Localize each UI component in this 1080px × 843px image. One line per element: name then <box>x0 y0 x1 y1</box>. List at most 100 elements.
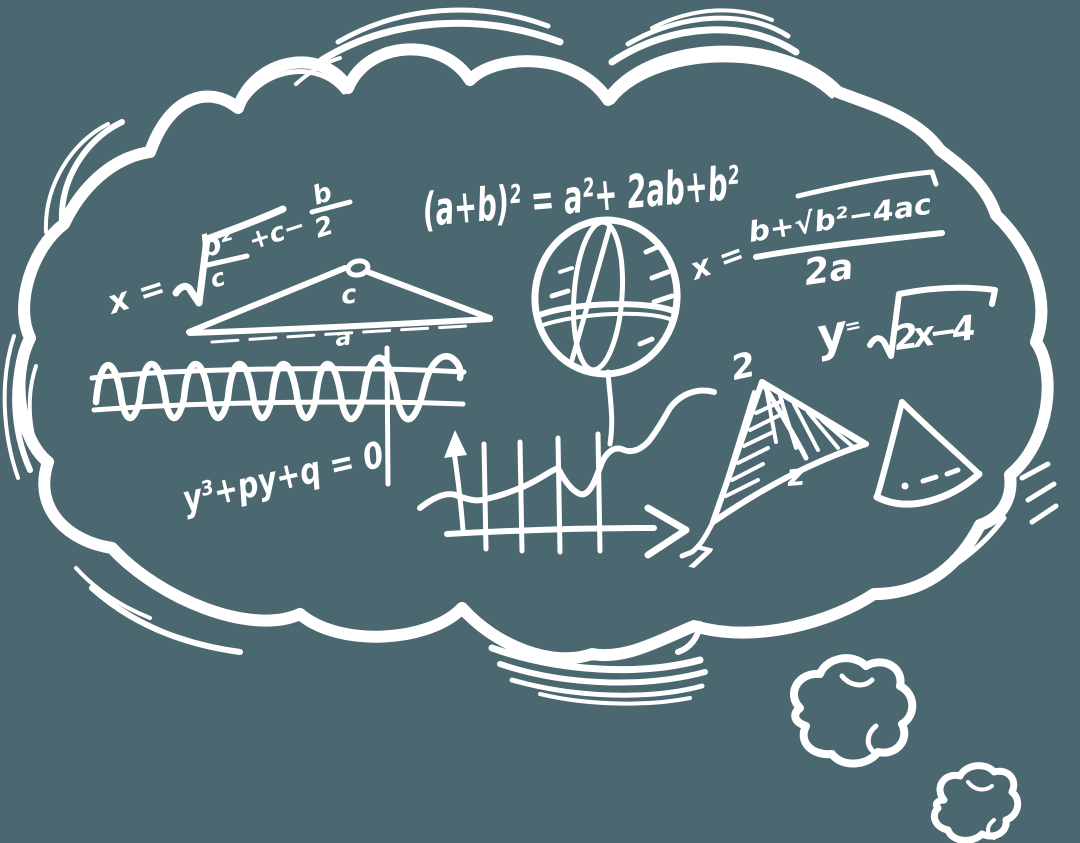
graph-doodle: 7 <box>417 387 717 579</box>
accent-bottom-left <box>89 585 243 655</box>
sphere-dash <box>643 243 663 255</box>
kite-rung <box>724 478 760 498</box>
cone-right-edge <box>899 399 982 477</box>
cone-dash <box>920 474 939 484</box>
accent-bottom-center <box>509 677 705 698</box>
y-axis <box>451 449 466 533</box>
triangle-base-echo <box>210 324 470 344</box>
formula-text: 2a <box>802 246 857 293</box>
accent-top-right <box>608 26 800 66</box>
triangle-sides <box>365 269 493 321</box>
accent-top-left <box>318 19 564 64</box>
radical-sign <box>867 284 998 359</box>
kite-rung <box>742 430 775 448</box>
puff-curl <box>966 780 994 792</box>
kite-hatch <box>778 394 798 450</box>
accent-left-lower <box>12 337 33 473</box>
cone-doodle <box>873 399 983 508</box>
accent-top-right <box>650 8 774 30</box>
ruled-line-top <box>89 366 467 381</box>
formula-text: c <box>207 263 228 294</box>
triangle-label-a: a <box>334 322 353 352</box>
sphere-equator-echo <box>538 311 674 328</box>
kite-rung <box>736 446 770 465</box>
cone-left-edge <box>874 399 905 500</box>
sphere-dash <box>558 266 574 274</box>
formula-text: y³+py+q = 0 <box>179 435 388 521</box>
sphere-equator <box>534 301 679 319</box>
kite-doodle: 2 z <box>679 345 869 559</box>
formula-cubic: y³+py+q = 0 <box>179 435 388 521</box>
accent-bottom-left <box>74 566 152 620</box>
fraction-bar <box>200 253 250 269</box>
accent-left-lower <box>2 334 20 480</box>
puff-curl <box>839 673 875 688</box>
kite-label-z: z <box>785 458 807 495</box>
formula-sqrt-linear: y = 2x−4 <box>811 284 998 363</box>
bar <box>595 431 603 554</box>
kite-hatch <box>806 410 840 450</box>
bar <box>517 439 525 554</box>
sphere-meridian <box>571 219 625 373</box>
sphere-dash <box>549 288 571 299</box>
formula-text: x = <box>101 267 170 322</box>
fraction-bar <box>753 230 945 260</box>
accent-bottom-center <box>488 644 704 674</box>
radical-sign <box>172 205 287 307</box>
accent-bottom-center <box>538 692 692 706</box>
sphere-dash <box>649 269 671 281</box>
kite-rung <box>730 462 765 482</box>
cloud-outline-icon <box>13 43 1054 665</box>
accent-right-dash <box>1029 503 1059 525</box>
radical-overline <box>795 169 939 199</box>
x-axis-arrow-icon <box>644 504 690 559</box>
formula-text: 2 <box>311 211 337 245</box>
formula-text: 2x−4 <box>892 308 979 359</box>
formula-text: = <box>842 312 863 339</box>
kite-hatch <box>792 402 820 452</box>
puff-cloud-large <box>790 654 917 768</box>
ruled-line-bottom <box>91 399 466 413</box>
cloud-restroke <box>237 69 347 113</box>
thought-cloud <box>13 43 1054 665</box>
cone-dot <box>901 482 909 490</box>
accent-right-dash <box>1019 461 1051 481</box>
accent-bottom-right <box>909 515 1007 591</box>
sphere-dash <box>651 293 675 305</box>
accent-left-upper <box>58 119 125 225</box>
triangle-apex-loop <box>345 258 371 278</box>
triangle-base <box>187 316 493 336</box>
cloud-restroke <box>609 57 835 105</box>
kite-tail <box>679 519 716 559</box>
y-axis-arrowhead-icon <box>444 430 467 458</box>
accent-arcs <box>2 7 1059 706</box>
puff-clouds <box>790 654 1022 843</box>
x-axis <box>444 525 657 537</box>
wave-axis-line <box>384 345 391 487</box>
accent-top-left <box>294 56 342 86</box>
kite-hatch <box>834 426 864 446</box>
kite-label-2: 2 <box>728 345 759 389</box>
accent-right-dash <box>1025 481 1057 503</box>
triangle-sides <box>186 265 348 335</box>
accent-left-lower <box>27 364 44 464</box>
kite-left-inner <box>716 390 756 510</box>
kite-bottom-edge <box>710 441 869 525</box>
triangle-doodle: c a <box>186 258 493 352</box>
fraction-bar <box>309 199 353 215</box>
kite-hatch <box>764 386 778 444</box>
formula-sqrt-fraction: x = b² c + c − b 2 <box>101 177 353 322</box>
accent-top-right <box>625 15 791 47</box>
sphere-stem <box>605 369 615 447</box>
sphere-chord <box>569 223 613 363</box>
accent-bottom-center <box>497 661 708 686</box>
kite-hatch <box>820 418 854 448</box>
puff-cloud-small <box>930 762 1022 843</box>
cloud-tail-hook <box>675 621 703 655</box>
bar <box>555 435 563 555</box>
sphere-dash <box>637 336 655 347</box>
triangle-label-c: c <box>340 279 359 311</box>
cone-base <box>873 470 983 508</box>
